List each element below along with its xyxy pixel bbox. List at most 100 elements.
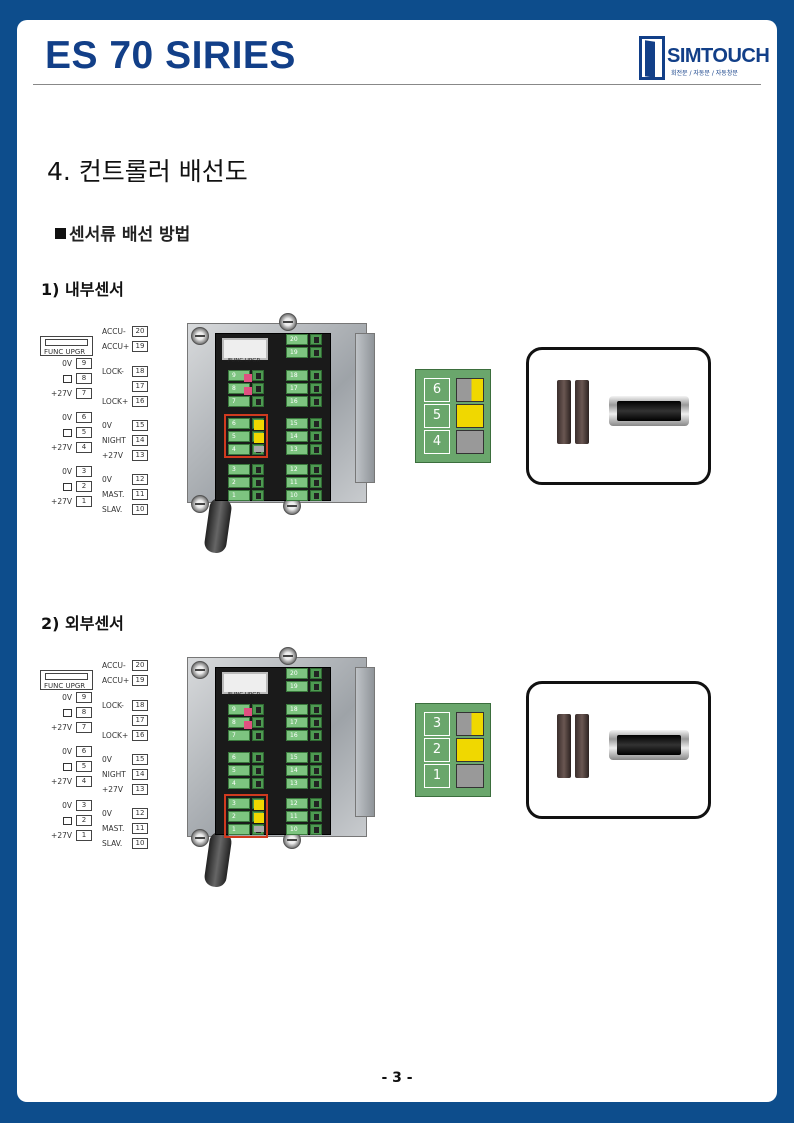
terminal-number: 3 bbox=[424, 712, 450, 736]
pin-symbol-icon bbox=[40, 428, 72, 437]
pin-number: 7 bbox=[76, 387, 92, 399]
logo-text: SIMTOUCH bbox=[667, 45, 770, 67]
pin-label: 0V bbox=[102, 420, 112, 430]
pin-number: 18 bbox=[132, 699, 148, 711]
part-title-external: 2) 외부센서 bbox=[41, 614, 124, 633]
terminal-screw bbox=[310, 370, 322, 381]
terminal-pin: 1 bbox=[228, 824, 250, 835]
terminal-screw bbox=[310, 490, 322, 501]
screw-icon bbox=[191, 495, 209, 513]
pin-row: LOCK- 18 bbox=[102, 699, 148, 711]
pin-row: SLAV.10 bbox=[102, 503, 148, 515]
terminal-pin: 1 bbox=[228, 490, 250, 501]
terminal-pin: 7 bbox=[228, 396, 250, 407]
pin-symbol-icon bbox=[40, 374, 72, 383]
pin-label: LOCK- bbox=[102, 366, 124, 376]
pin-row: LOCK+16 bbox=[102, 729, 148, 741]
door-logo-icon bbox=[639, 36, 665, 80]
pin-row: 2 bbox=[40, 480, 92, 492]
terminal-pin: 15 bbox=[286, 752, 308, 763]
func-upgr-label: FUNC UPGR bbox=[44, 348, 86, 356]
wire-color-icon bbox=[456, 378, 484, 402]
terminal-pin: 15 bbox=[286, 418, 308, 429]
pin-number: 3 bbox=[76, 799, 92, 811]
pin-label: LOCK- bbox=[102, 700, 124, 710]
terminal-pin: 2 bbox=[228, 811, 250, 822]
terminal-screw bbox=[310, 778, 322, 789]
pin-row: 8 bbox=[40, 706, 92, 718]
terminal-pin: 19 bbox=[286, 681, 308, 692]
pin-label: LOCK+ bbox=[102, 396, 129, 406]
usb-port: FUNC UPGR bbox=[222, 338, 268, 364]
document-page: ES 70 SIRIES SIMTOUCH 회전문 / 자동문 / 자동창문 4… bbox=[17, 20, 777, 1102]
pin-number: 11 bbox=[132, 822, 148, 834]
terminal-screw bbox=[252, 778, 264, 789]
pin-label: NIGHT bbox=[102, 769, 126, 779]
pin-number: 10 bbox=[132, 503, 148, 515]
pin-row: LOCK+16 bbox=[102, 395, 148, 407]
wire-color-icon bbox=[456, 764, 484, 788]
terminal-screw bbox=[310, 717, 322, 728]
pin-number: 18 bbox=[132, 365, 148, 377]
terminal-screw bbox=[252, 765, 264, 776]
terminal-pin: 14 bbox=[286, 765, 308, 776]
terminal-screw bbox=[310, 334, 322, 345]
sensor-unit-icon bbox=[575, 380, 589, 444]
sensor-unit-icon bbox=[557, 714, 571, 778]
pin-row: ACCU+19 bbox=[102, 674, 148, 686]
pin-symbol-icon bbox=[40, 762, 72, 771]
terminal-screw bbox=[310, 347, 322, 358]
pin-number: 10 bbox=[132, 837, 148, 849]
terminal-pin: 16 bbox=[286, 396, 308, 407]
pin-label: ACCU- bbox=[102, 660, 126, 670]
pin-symbol-icon bbox=[40, 816, 72, 825]
pin-number: 12 bbox=[132, 473, 148, 485]
terminal-pin: 4 bbox=[228, 778, 250, 789]
terminal-pin: 6 bbox=[228, 418, 250, 429]
section-title: 4. 컨트롤러 배선도 bbox=[47, 157, 248, 186]
usb-label: FUNC UPGR bbox=[228, 358, 261, 364]
terminal-screw bbox=[310, 765, 322, 776]
terminal-pin: 13 bbox=[286, 444, 308, 455]
pin-row: MAST.11 bbox=[102, 822, 148, 834]
terminal-screw bbox=[252, 752, 264, 763]
pin-row: ACCU-20 bbox=[102, 659, 148, 671]
pin-number: 4 bbox=[76, 441, 92, 453]
terminal-pin: 7 bbox=[228, 730, 250, 741]
pin-number: 15 bbox=[132, 753, 148, 765]
sub-title: 센서류 배선 방법 bbox=[55, 220, 190, 245]
highlight-box bbox=[224, 794, 268, 838]
pin-number: 8 bbox=[76, 706, 92, 718]
terminal-number: 2 bbox=[424, 738, 450, 762]
terminal-screw bbox=[310, 477, 322, 488]
pin-number: 20 bbox=[132, 325, 148, 337]
terminal-screw bbox=[310, 668, 322, 679]
terminal-screw bbox=[252, 396, 264, 407]
screw-icon bbox=[191, 829, 209, 847]
terminal-pin: 5 bbox=[228, 431, 250, 442]
pin-label: NIGHT bbox=[102, 435, 126, 445]
highlight-box bbox=[224, 414, 268, 458]
part-title-internal: 1) 내부센서 bbox=[41, 280, 124, 299]
terminal-screw bbox=[310, 681, 322, 692]
pin-label: LOCK+ bbox=[102, 730, 129, 740]
terminal-screw bbox=[310, 431, 322, 442]
wire-color-icon bbox=[456, 430, 484, 454]
terminal-number: 5 bbox=[424, 404, 450, 428]
terminal-pin: 3 bbox=[228, 464, 250, 475]
terminal-pin: 11 bbox=[286, 811, 308, 822]
pin-number: 17 bbox=[132, 380, 148, 392]
